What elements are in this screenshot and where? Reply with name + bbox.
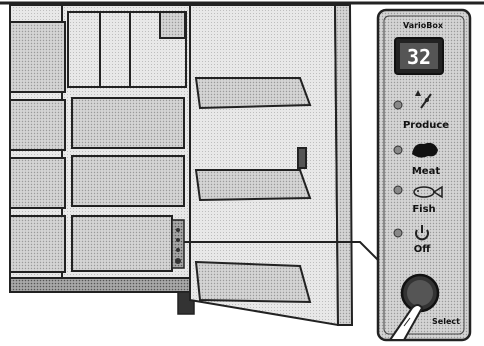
temperature-display: 32 [395, 38, 443, 74]
mode-fish-label: Fish [412, 204, 435, 215]
freezer-bins [10, 22, 65, 272]
door-shelf [196, 262, 310, 302]
indicator-light [394, 101, 402, 109]
fridge-interior [10, 5, 194, 314]
mode-produce-label: Produce [403, 120, 449, 131]
select-button-label: Select [432, 317, 460, 326]
door-shelf [196, 170, 310, 200]
fresh-food-drawers [68, 12, 186, 271]
variobox-drawer [72, 216, 172, 271]
indicator-light [394, 146, 402, 154]
door-shelf [196, 78, 310, 108]
indicator-light [394, 229, 402, 237]
indicator-light [394, 186, 402, 194]
mode-off-label: Off [414, 244, 432, 255]
panel-title: VarioBox [403, 21, 444, 30]
temperature-value: 32 [407, 45, 431, 69]
mode-meat-label: Meat [412, 166, 440, 177]
drawer-control-strip [172, 220, 184, 268]
variobox-control-panel: VarioBox 32 Produce Meat [378, 10, 470, 340]
